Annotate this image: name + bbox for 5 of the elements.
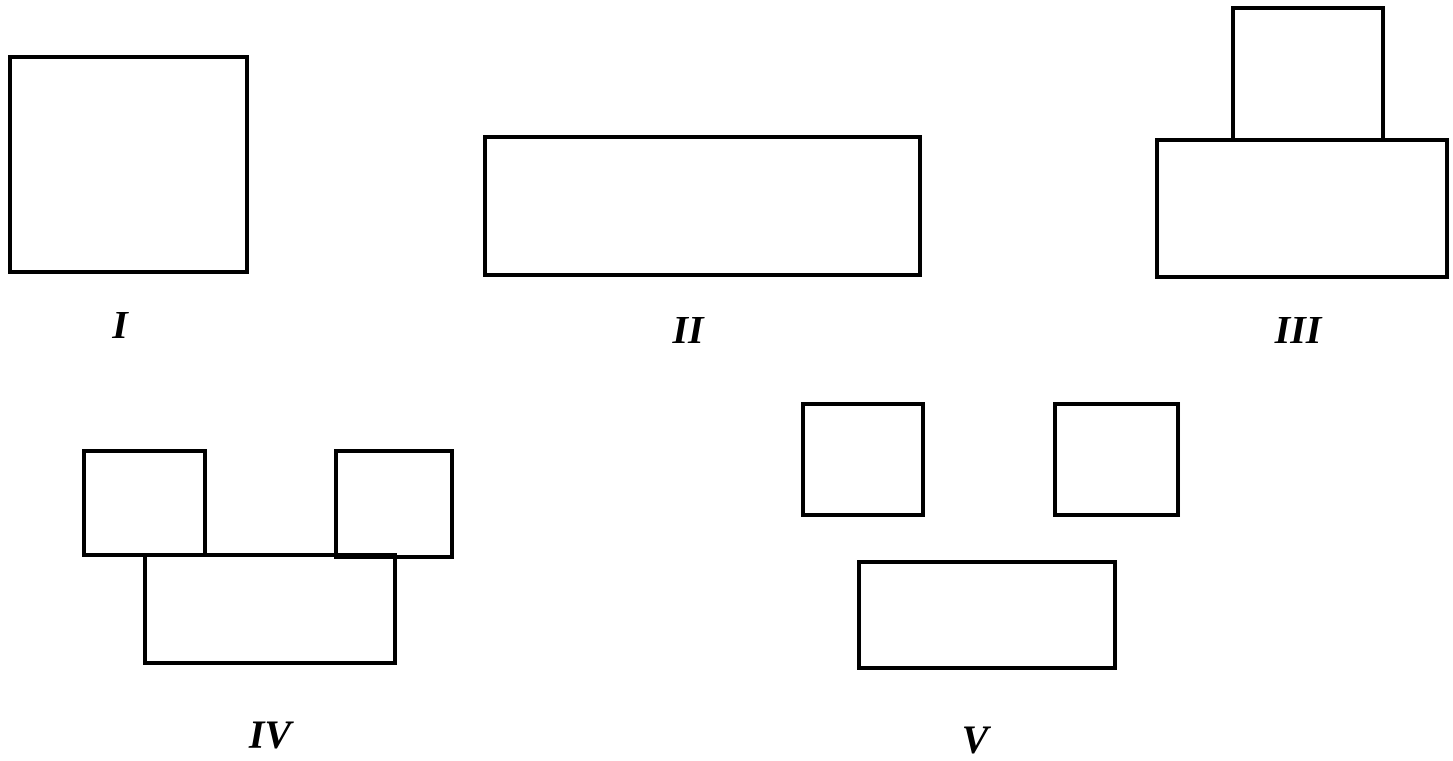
figure-label: III xyxy=(1274,316,1323,344)
figure-label: IV xyxy=(248,721,294,749)
figure-label: I xyxy=(111,311,129,339)
figure-label: V xyxy=(964,726,992,754)
figure-label: II xyxy=(672,316,705,344)
